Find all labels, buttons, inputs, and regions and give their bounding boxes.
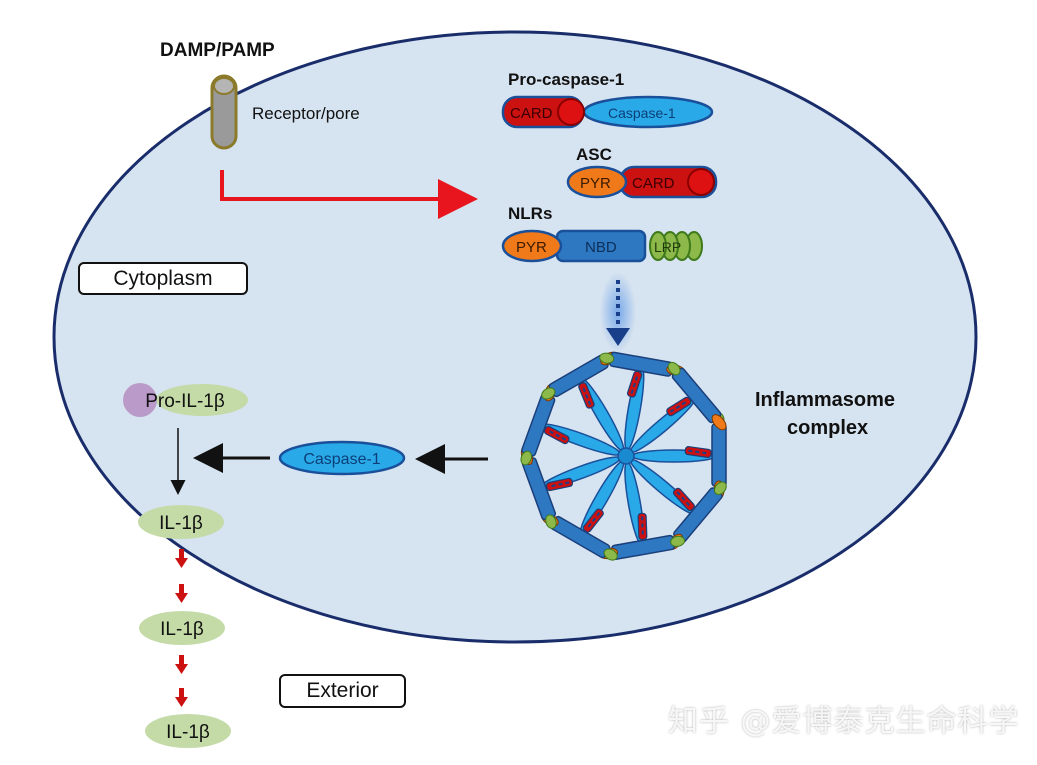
caspase-domain-label: Caspase-1 bbox=[608, 105, 676, 121]
exterior-label: Exterior bbox=[279, 674, 406, 708]
complex-lrp-bead bbox=[520, 450, 533, 466]
complex-card-dash bbox=[669, 400, 688, 413]
complex-lrp-bead bbox=[667, 361, 681, 376]
il1b-membrane: IL-1β bbox=[139, 611, 225, 645]
cytoplasm-label: Cytoplasm bbox=[78, 262, 248, 295]
complex-card-dash bbox=[676, 491, 692, 508]
il1b-label-3: IL-1β bbox=[166, 722, 210, 743]
pro-il1b-label: Pro-IL-1β bbox=[145, 391, 225, 412]
nlr-lrp-label: LRP bbox=[654, 239, 681, 255]
secretion-arrows bbox=[175, 549, 188, 707]
assembly-arrow bbox=[600, 272, 636, 352]
complex-lrp-bead bbox=[603, 548, 618, 561]
complex-card-dash bbox=[641, 516, 644, 537]
pro-caspase-label: Pro-caspase-1 bbox=[508, 70, 624, 89]
watermark: 知乎 @爱博泰克生命科学 bbox=[668, 704, 1020, 739]
asc-card-label: CARD bbox=[632, 175, 675, 192]
complex-card-dash bbox=[549, 481, 570, 488]
nlrs-label: NLRs bbox=[508, 204, 552, 223]
asc-molecule: PYR CARD bbox=[566, 165, 718, 199]
nlr-pyr-label: PYR bbox=[516, 239, 547, 256]
complex-lrp-bead bbox=[670, 535, 686, 547]
complex-lrp-bead bbox=[599, 352, 615, 364]
active-caspase-label: Caspase-1 bbox=[303, 451, 380, 468]
inflammasome-label-line1: Inflammasome bbox=[755, 389, 895, 411]
complex-pyr-bead bbox=[711, 414, 727, 431]
damp-pamp-label: DAMP/PAMP bbox=[160, 40, 275, 61]
il1b-label-2: IL-1β bbox=[160, 619, 204, 640]
il1b-label-1: IL-1β bbox=[159, 513, 203, 534]
inflammasome-complex bbox=[520, 351, 727, 561]
complex-card-dash bbox=[630, 374, 639, 394]
complex-card-dash bbox=[586, 512, 601, 530]
complex-card-dash bbox=[581, 385, 592, 406]
complex-lrp-bead bbox=[713, 481, 727, 495]
receptor-label: Receptor/pore bbox=[252, 104, 360, 123]
cell-membrane bbox=[52, 30, 978, 644]
signal-arrow bbox=[220, 170, 478, 219]
asc-pyr-label: PYR bbox=[580, 175, 611, 192]
complex-nbd-segment bbox=[711, 423, 727, 487]
complex-core bbox=[617, 447, 635, 465]
inflammasome-label-line2: complex bbox=[787, 417, 868, 439]
il1b-secreted: IL-1β bbox=[145, 714, 231, 748]
active-caspase-1: Caspase-1 bbox=[278, 440, 406, 476]
receptor-pore bbox=[210, 74, 238, 150]
card-domain-label: CARD bbox=[510, 105, 553, 122]
nlr-nbd-label: NBD bbox=[585, 239, 617, 256]
asc-label: ASC bbox=[576, 145, 612, 164]
il1b-intracellular: IL-1β bbox=[138, 505, 224, 539]
complex-lrp-bead bbox=[541, 387, 556, 400]
complex-card-dash bbox=[688, 449, 709, 455]
complex-lrp-bead bbox=[545, 514, 557, 529]
complex-card-dash bbox=[547, 429, 567, 441]
nlr-molecule: PYR NBD LRP bbox=[501, 229, 703, 263]
pro-il1b: Pro-IL-1β bbox=[123, 383, 248, 417]
pro-caspase-molecule: CARD Caspase-1 bbox=[501, 95, 714, 129]
